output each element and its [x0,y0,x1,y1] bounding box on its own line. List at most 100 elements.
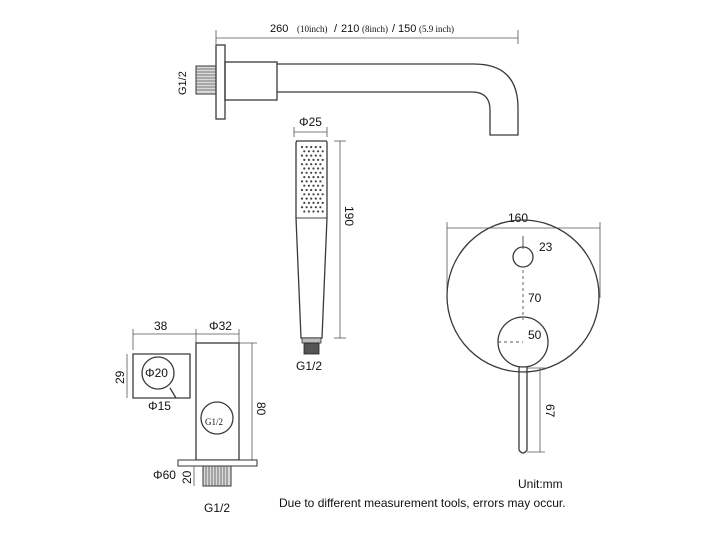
spray-nozzle [305,163,308,166]
spout-length-label-2: 210 [341,23,359,35]
spout-tube [277,63,519,136]
spray-nozzle [303,210,306,213]
spray-nozzle [319,171,322,174]
spray-nozzle [321,210,324,213]
bracket-hook-inner-label: Φ15 [148,399,171,413]
spray-nozzle [305,171,308,174]
bracket-height-label: 29 [113,370,127,384]
spout-length-imperial-label: (10inch) [297,24,328,34]
spray-nozzle [321,150,324,153]
spray-nozzle [310,154,313,157]
spout-length-imperial-label-2: (8inch) [362,24,388,34]
spray-nozzle [303,193,306,196]
bracket-hook-outline [132,353,191,399]
spray-nozzle [319,188,322,192]
spray-nozzle [305,188,308,192]
spray-nozzle [300,206,304,209]
spray-nozzle [305,145,308,149]
spray-nozzle [314,188,317,192]
spray-nozzle [319,197,322,200]
spray-nozzle [312,210,315,213]
spray-nozzle [314,197,317,200]
spray-nozzle [317,158,320,161]
spray-nozzle [303,201,306,204]
spray-nozzle [321,167,324,170]
spray-nozzle [307,176,310,179]
spray-nozzle [317,184,320,187]
hand-shower-connector [301,337,322,344]
hand-shower-thread-label: G1/2 [296,359,322,373]
bracket-hook-ring [141,356,175,390]
small-knob-label: 23 [539,240,553,254]
spray-nozzle [317,176,320,179]
spray-nozzle [312,150,315,153]
spray-nozzle [303,176,306,179]
hand-shower-length-label: 190 [342,206,356,226]
lever-label: 67 [543,404,557,418]
spray-nozzle [314,154,317,157]
spray-nozzle [317,150,320,153]
spray-nozzle [321,193,324,196]
spray-nozzle [314,171,317,174]
wall-bracket-drawing: 38 Φ32 29 Φ20 Φ15 G1/2 80 Φ60 [113,319,268,515]
spray-nozzle [312,193,315,196]
diverter-plate-drawing: 160 23 70 50 67 [446,211,601,454]
plate-circle [446,219,600,373]
knob-spacing-label: 70 [528,291,542,305]
bracket-width-label: 38 [154,319,168,333]
spout-thread-lines [196,68,216,91]
spray-nozzle [305,180,308,183]
spray-nozzle [321,158,324,161]
spray-nozzle [310,145,313,149]
hand-shower-diameter-label: Φ25 [299,115,322,129]
spray-nozzle [314,180,317,183]
spray-nozzle [314,206,317,209]
lever-handle [518,366,528,454]
spray-nozzle [305,197,308,200]
spray-nozzle [319,180,322,183]
hand-shower-drawing: Φ25 G1/2 190 [293,115,356,373]
spray-nozzle [305,206,308,209]
spray-nozzle [312,184,315,187]
bracket-inlet-circle [200,401,234,435]
spray-nozzle [300,163,304,166]
spray-nozzle [319,206,322,209]
spout-length-label: 260 [270,23,288,35]
spray-nozzle [303,184,306,187]
spray-nozzle [321,176,324,179]
bracket-flange [177,459,258,467]
hand-shower-nozzles [300,145,324,213]
spray-nozzle [314,163,317,166]
spout-length-imperial-label-3: (5.9 inch) [419,24,454,34]
spout-flange [215,44,226,120]
hand-shower-body [295,140,328,339]
spout-thread-label: G1/2 [177,71,189,95]
spout-length-sep-1: / [334,23,338,35]
spray-nozzle [307,150,310,153]
spray-nozzle [317,201,320,204]
spray-nozzle [319,163,322,166]
spray-nozzle [310,180,313,183]
bracket-body-height-label: 80 [254,402,268,416]
spray-nozzle [317,210,320,213]
spray-nozzle [317,167,320,170]
spray-nozzle [310,171,313,174]
spray-nozzle [310,197,313,200]
spray-nozzle [307,193,310,196]
spray-nozzle [321,184,324,187]
spray-nozzle [305,154,308,157]
spray-nozzle [300,145,304,149]
spray-nozzle [307,201,310,204]
spray-nozzle [310,206,313,209]
bracket-flange-label: Φ60 [153,468,176,482]
spout-length-label-3: 150 [398,23,416,35]
bracket-bottom-thread-label: G1/2 [204,501,230,515]
spray-nozzle [317,193,320,196]
spray-nozzle [303,167,306,170]
large-knob-label: 50 [528,328,542,342]
spray-nozzle [312,176,315,179]
spray-nozzle [319,145,322,149]
spray-nozzle [300,154,304,157]
spray-nozzle [307,158,310,161]
spray-nozzle [312,201,315,204]
